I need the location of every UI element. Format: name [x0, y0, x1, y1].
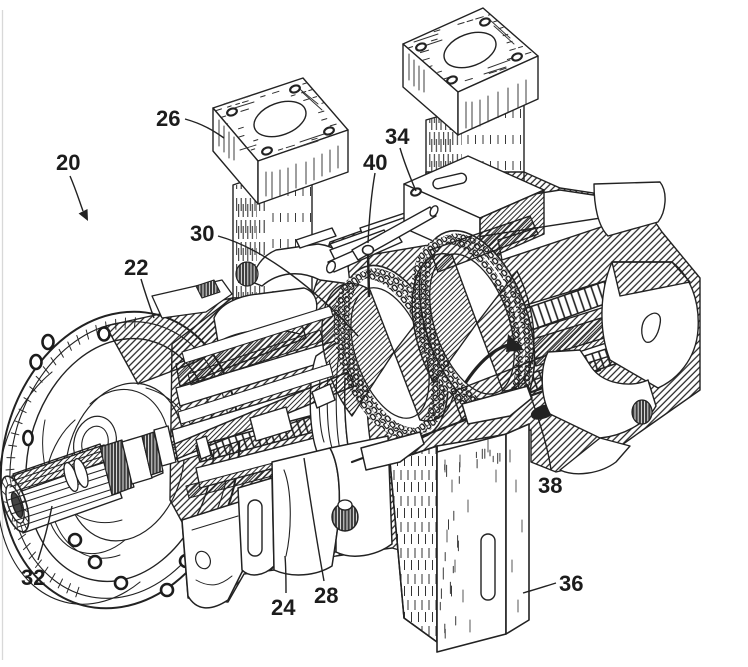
svg-text:30: 30 [190, 221, 214, 246]
svg-text:34: 34 [385, 124, 410, 149]
svg-text:26: 26 [156, 106, 180, 131]
svg-text:36: 36 [559, 571, 583, 596]
svg-text:38: 38 [538, 473, 562, 498]
svg-text:24: 24 [271, 595, 296, 620]
svg-text:40: 40 [363, 150, 387, 175]
svg-text:28: 28 [314, 583, 338, 608]
svg-text:32: 32 [21, 565, 45, 590]
svg-text:20: 20 [56, 150, 80, 175]
svg-text:22: 22 [124, 255, 148, 280]
